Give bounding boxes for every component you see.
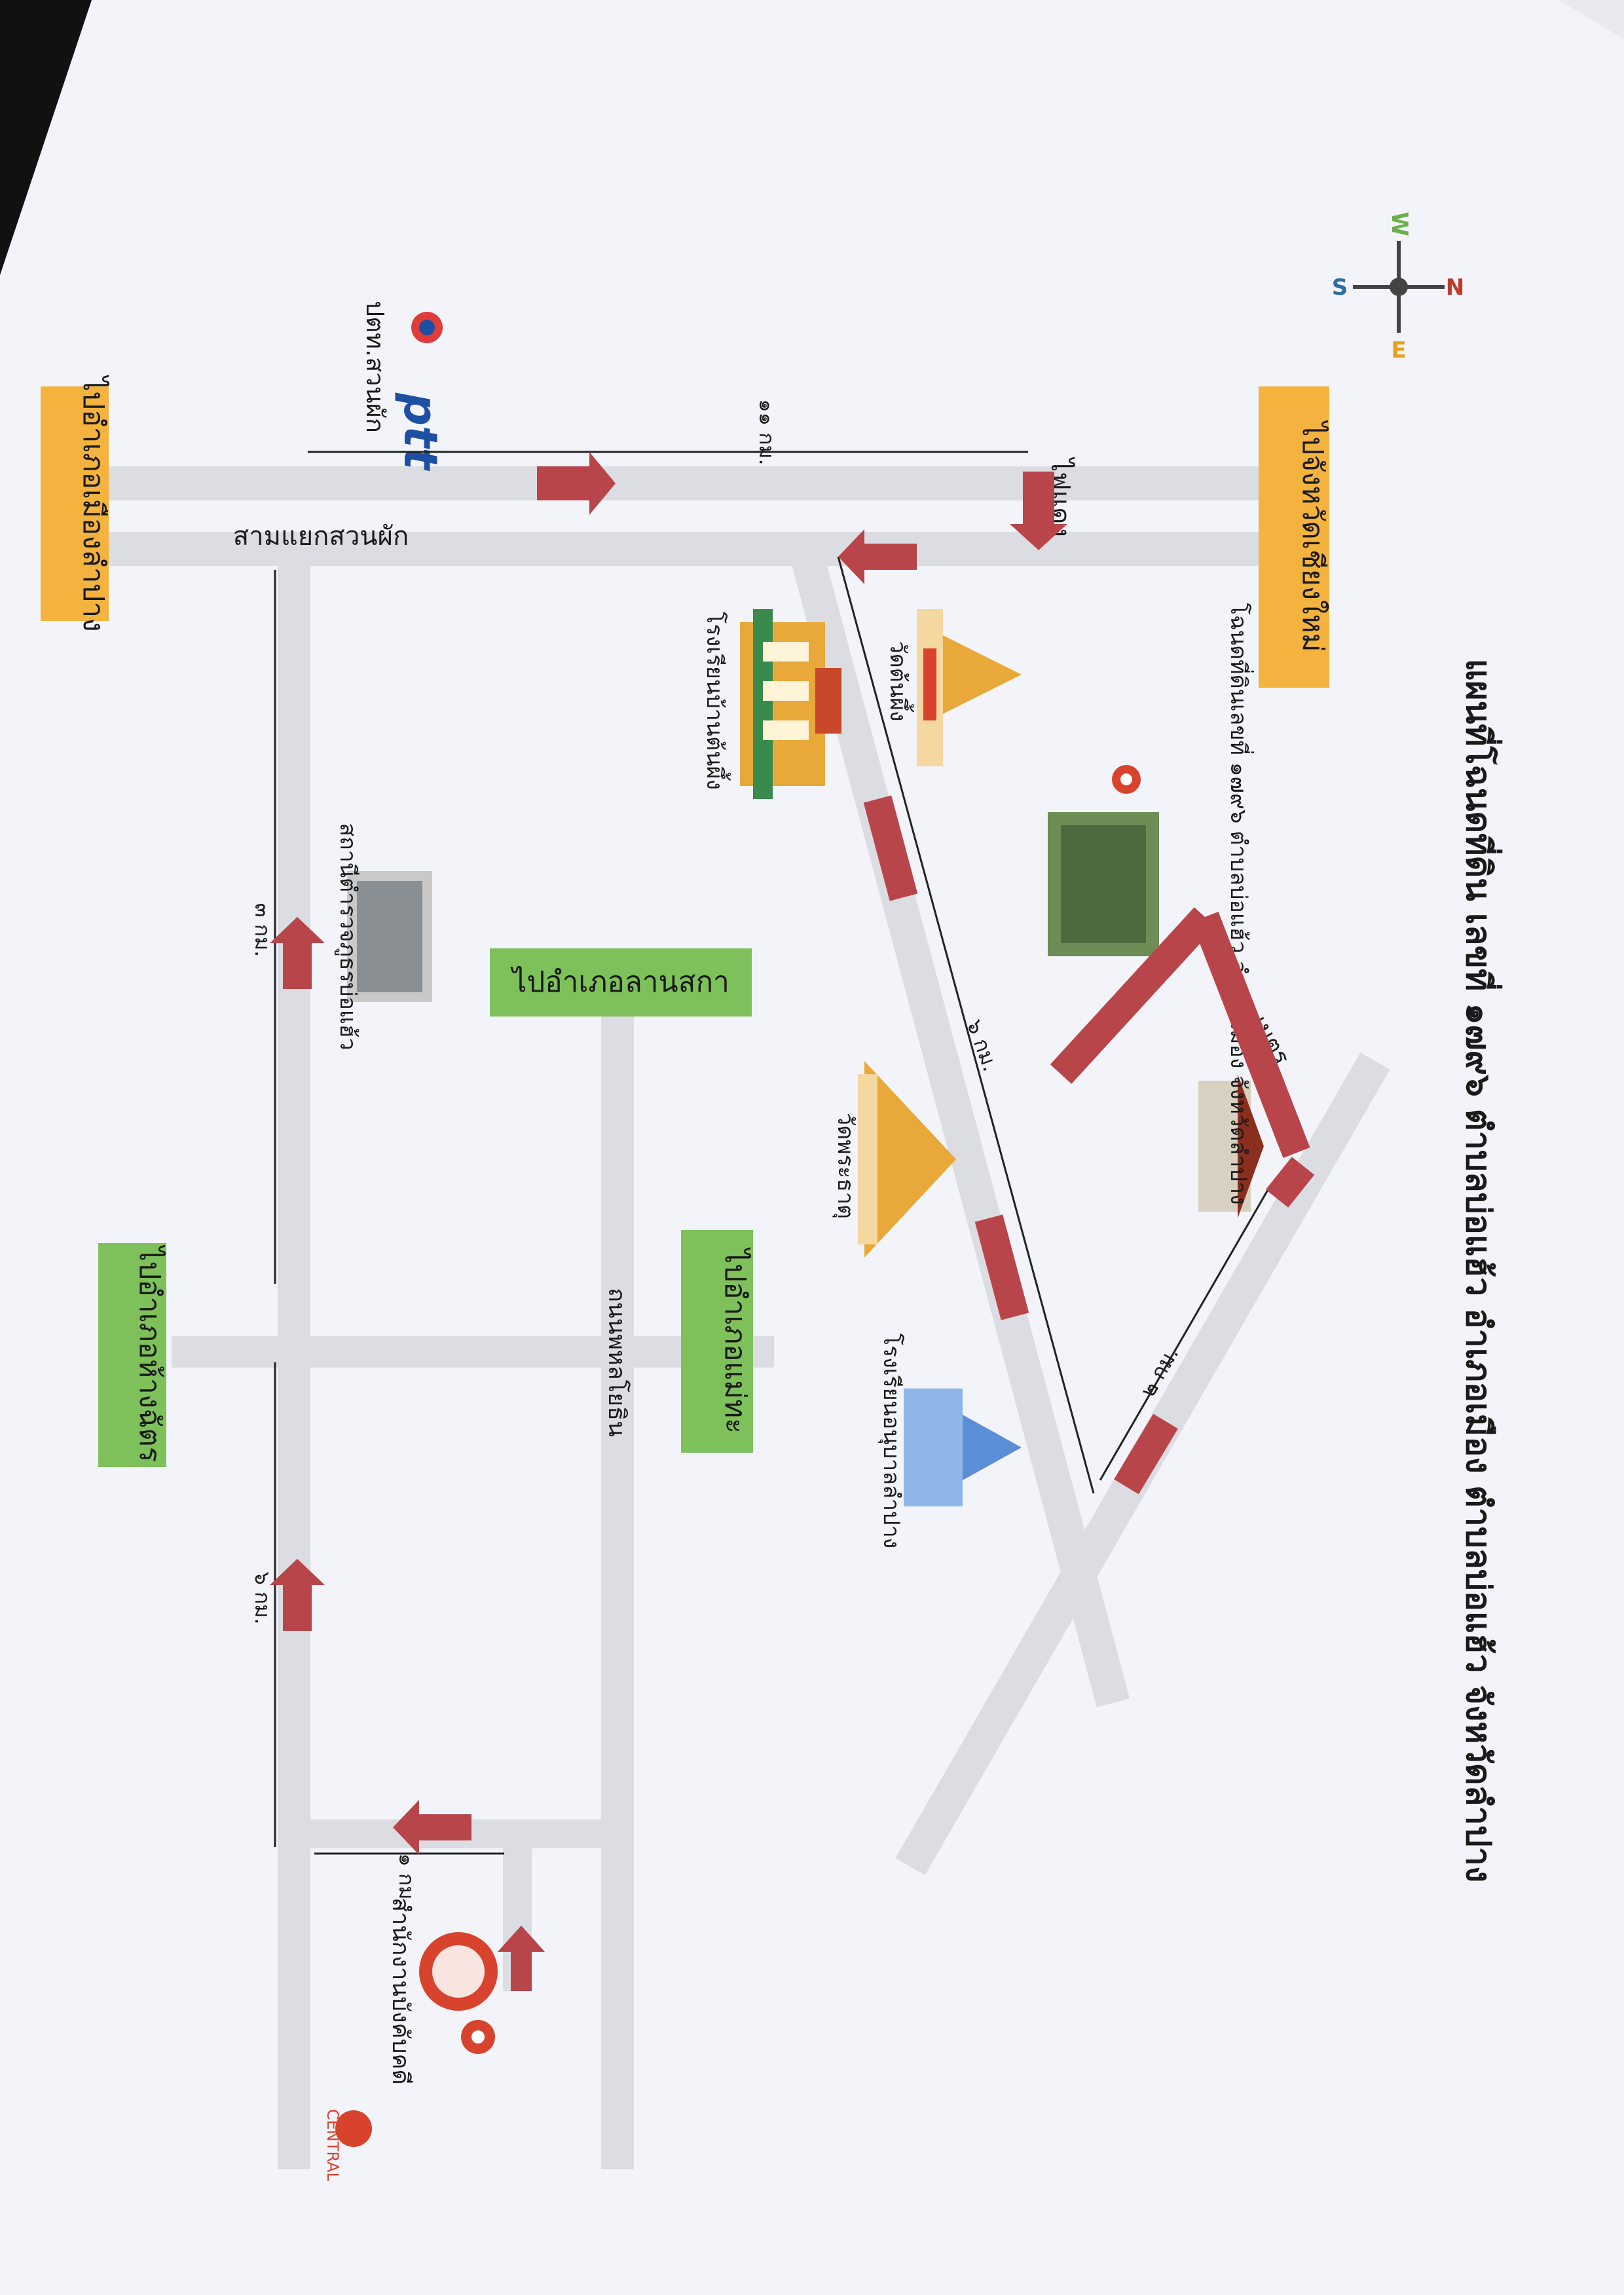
temple2-label: วัดพระธาตุ	[832, 1113, 858, 1219]
house-icon	[1198, 1074, 1264, 1218]
police-icon	[347, 871, 432, 1002]
police-label: สถานีตำรวจภูธรบ่อแฮ้ว	[335, 823, 361, 1050]
sign-chiangmai: ไปจังหวัดเชียงใหม่	[1259, 386, 1329, 688]
street-label: ถนนพหลโยธิน	[603, 1288, 631, 1437]
land-photo	[1048, 812, 1159, 956]
temple1-icon	[917, 609, 1022, 766]
distance-d2: ๓ กม.	[250, 903, 275, 958]
temple2-icon	[858, 1061, 956, 1258]
rep-office-logo	[419, 1932, 498, 2054]
compass-icon: W N S E	[1332, 212, 1464, 364]
land-label: โฉนดที่ดินเลขที่ ๑๗๙๖ ตำบลบ่อแฮ้ว อำเภอเ…	[1225, 603, 1254, 1204]
svg-text:N: N	[1446, 274, 1464, 301]
distance-d4: ๑ กม.	[394, 1853, 419, 1906]
ptt-logo: ptt ปตท.สวนผัก	[361, 301, 447, 471]
sign-hang-chat: ไปอำเภอห้างฉัตร	[98, 1243, 166, 1467]
distance-d1: ๑๑ กม.	[754, 399, 779, 465]
svg-text:ไปอำเภอลานสกา: ไปอำเภอลานสกา	[510, 965, 729, 999]
rep-office-label: สำนักงานบังคับคดี	[387, 1897, 414, 2085]
roads	[105, 466, 1277, 2169]
svg-text:ไปอำเภอแม่ทะ: ไปอำเภอแม่ทะ	[718, 1247, 752, 1434]
school1-icon	[740, 609, 841, 799]
temple1-label: วัดต้นผึ้ง	[885, 641, 914, 721]
svg-text:CENTRAL: CENTRAL	[323, 2109, 342, 2182]
land-pin-icon	[1112, 765, 1141, 794]
sign-lampang-city: ไปอำเภอเมืองลำปาง	[41, 375, 110, 632]
svg-text:S: S	[1332, 274, 1348, 301]
svg-text:W: W	[1386, 212, 1412, 236]
distance-lines	[274, 451, 1272, 1855]
svg-text:ไปจังหวัดเชียงใหม่: ไปจังหวัดเชียงใหม่	[1296, 420, 1329, 652]
route-arrows	[270, 452, 1067, 1991]
svg-text:E: E	[1391, 337, 1406, 364]
ptt-label: ปตท.สวนผัก	[361, 301, 390, 433]
central-logo: CENTRAL	[323, 2109, 372, 2182]
svg-text:ไปอำเภอห้างฉัตร: ไปอำเภอห้างฉัตร	[133, 1244, 166, 1462]
sign-lansaka: ไปอำเภอลานสกา	[490, 948, 752, 1017]
junction-label: สามแยกสวนผัก	[233, 521, 409, 551]
school2-label: โรงเรียนอนุบาลลำปาง	[878, 1334, 904, 1549]
svg-text:ไปอำเภอเมืองลำปาง: ไปอำเภอเมืองลำปาง	[77, 375, 110, 631]
sign-mae-tha: ไปอำเภอแม่ทะ	[681, 1230, 753, 1453]
map-title: แผนที่โฉนดที่ดิน เลขที่ ๑๗๙๖ ตำบลบ่อแฮ้ว…	[1458, 659, 1502, 1883]
school2-icon	[904, 1389, 1022, 1506]
distance-d3: ๖ กม.	[250, 1571, 275, 1624]
diagonal-arrows	[863, 795, 1315, 1495]
school1-label: โรงเรียนบ้านต้นผึ้ง	[701, 612, 731, 790]
svg-text:ptt: ptt	[394, 392, 447, 472]
